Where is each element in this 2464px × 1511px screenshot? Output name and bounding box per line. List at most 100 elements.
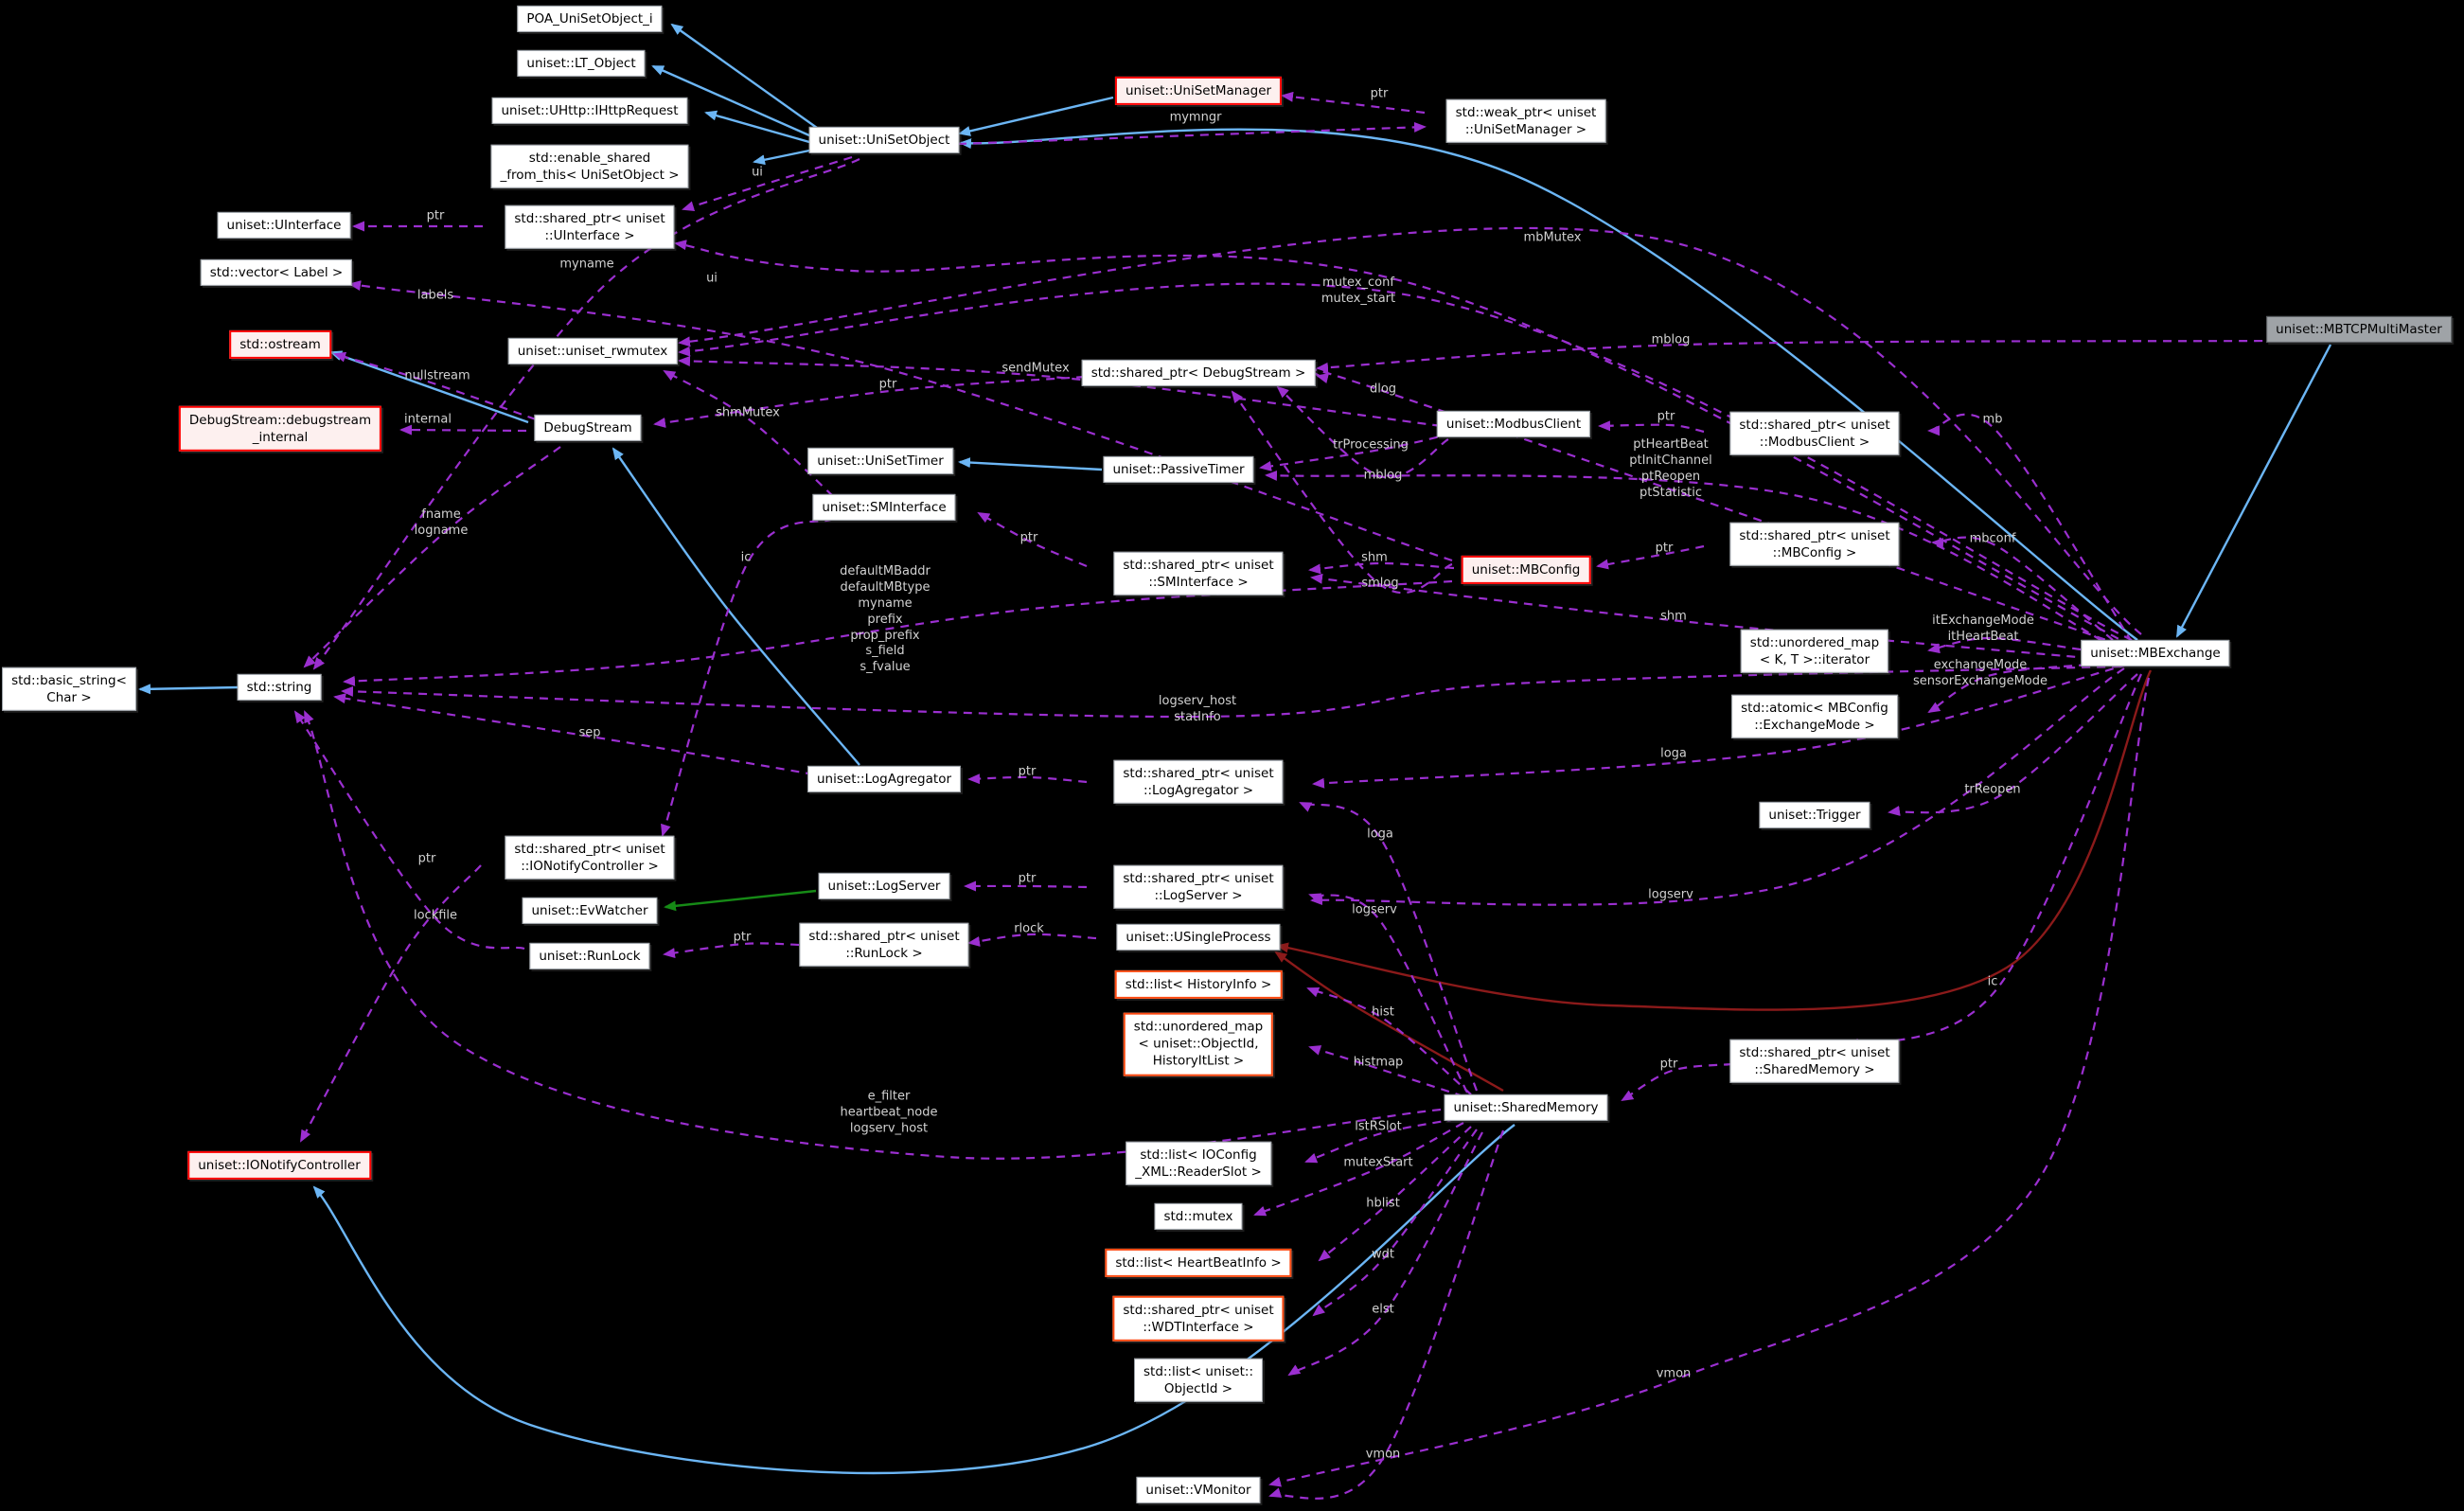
class-node-vmon[interactable]: uniset::VMonitor xyxy=(1136,1476,1261,1504)
edge-mbex-to-rwm xyxy=(678,226,2142,635)
class-node-str[interactable]: std::string xyxy=(237,673,322,702)
edge-logsrv-to-evw xyxy=(664,889,817,912)
class-node-ptimer[interactable]: uniset::PassiveTimer xyxy=(1103,455,1254,484)
edge-mbtcp-to-spds xyxy=(1316,339,2278,373)
class-node-uintf[interactable]: uniset::UInterface xyxy=(217,211,351,240)
class-node-lobj[interactable]: std::list< uniset:: ObjectId > xyxy=(1133,1358,1264,1403)
class-node-trigger[interactable]: uniset::Trigger xyxy=(1759,801,1870,829)
class-node-spds[interactable]: std::shared_ptr< DebugStream > xyxy=(1081,359,1316,387)
edge-spds-to-ds xyxy=(653,375,1086,428)
class-node-mgr[interactable]: uniset::UniSetManager xyxy=(1114,76,1283,106)
class-node-spsmi[interactable]: std::shared_ptr< uniset ::SMInterface > xyxy=(1113,551,1284,596)
class-node-splogagr[interactable]: std::shared_ptr< uniset ::LogAgregator > xyxy=(1113,759,1284,805)
class-node-mbclient[interactable]: uniset::ModbusClient xyxy=(1436,410,1591,438)
edge-logagr-to-str xyxy=(333,693,815,776)
edge-ds-to-ostream xyxy=(333,351,537,421)
class-node-logagr[interactable]: uniset::LogAgregator xyxy=(807,765,962,793)
edge-mbclient-to-ptimer xyxy=(1259,432,1453,471)
edge-smi-to-spionc xyxy=(661,517,834,837)
edge-mbclient-to-spds xyxy=(1276,385,1449,479)
edge-shm-to-ionc xyxy=(312,1124,1516,1475)
edge-shm-to-lheart xyxy=(1318,1126,1472,1262)
edge-mbex-to-spmbclient xyxy=(1927,413,2133,643)
edge-splogsrv-to-logsrv xyxy=(964,880,1088,892)
class-node-http[interactable]: uniset::UHttp::IHttpRequest xyxy=(491,97,688,125)
class-node-ionc[interactable]: uniset::IONotifyController xyxy=(187,1150,371,1181)
class-node-spmbconf[interactable]: std::shared_ptr< uniset ::MBConfig > xyxy=(1729,522,1900,567)
class-node-dsi[interactable]: DebugStream::debugstream _internal xyxy=(178,405,382,453)
edge-mbex-to-spuintf xyxy=(674,240,2133,647)
edge-mbex-to-splogagr xyxy=(1312,663,2129,789)
edge-shm-to-umaphist xyxy=(1308,1045,1464,1098)
class-node-basicstr[interactable]: std::basic_string< Char > xyxy=(2,667,136,712)
edge-usp-to-sprunlock xyxy=(967,933,1097,947)
edge-uniobj-to-weakmgr xyxy=(957,121,1427,146)
edge-mbconf-to-spds xyxy=(1231,390,1453,595)
edge-weakmgr-to-mgr xyxy=(1281,91,1426,115)
class-node-spwdt[interactable]: std::shared_ptr< uniset ::WDTInterface > xyxy=(1112,1295,1285,1342)
edge-mbex-to-atomic xyxy=(1927,663,2088,714)
edge-uniobj-to-lt xyxy=(651,64,819,141)
class-node-umaphist[interactable]: std::unordered_map < uniset::ObjectId, H… xyxy=(1123,1012,1274,1076)
edge-uniobj-to-spuintf xyxy=(682,155,853,212)
class-node-splogsrv[interactable]: std::shared_ptr< uniset ::LogServer > xyxy=(1113,864,1284,910)
class-node-utimer[interactable]: uniset::UniSetTimer xyxy=(807,447,953,475)
class-node-poa[interactable]: POA_UniSetObject_i xyxy=(517,5,663,33)
edge-mbex-to-str xyxy=(341,665,2121,719)
edge-str-to-basicstr xyxy=(138,684,239,695)
edge-spsmi-to-smi xyxy=(977,512,1088,568)
edge-spmbconf-to-mbconf xyxy=(1596,544,1705,570)
edge-shm-to-lobj xyxy=(1287,1131,1483,1377)
edge-mbex-to-rwm xyxy=(678,282,2133,641)
class-node-runlock[interactable]: uniset::RunLock xyxy=(529,942,650,970)
edge-mbex-to-umapit xyxy=(1927,636,2082,654)
edge-mbex-to-spds xyxy=(1306,367,2135,651)
class-node-uniobj[interactable]: uniset::UniSetObject xyxy=(808,126,960,154)
class-node-ostream[interactable]: std::ostream xyxy=(229,329,331,360)
class-node-usp[interactable]: uniset::USingleProcess xyxy=(1116,923,1281,951)
class-node-mbconf[interactable]: uniset::MBConfig xyxy=(1461,555,1591,585)
edge-spionc-to-ionc xyxy=(300,864,482,1143)
class-node-rwm[interactable]: uniset::uniset_rwmutex xyxy=(507,337,678,365)
edge-mbconf-to-spsmi xyxy=(1308,561,1455,575)
class-node-mutex[interactable]: std::mutex xyxy=(1154,1202,1243,1231)
class-node-ds[interactable]: DebugStream xyxy=(534,414,642,442)
class-node-mbtcp[interactable]: uniset::MBTCPMultiMaster xyxy=(2266,315,2452,344)
edge-shm-to-mutex xyxy=(1253,1122,1464,1217)
class-node-vlabel[interactable]: std::vector< Label > xyxy=(200,258,353,287)
edge-sprunlock-to-runlock xyxy=(663,942,800,959)
class-node-mbex[interactable]: uniset::MBExchange xyxy=(2081,639,2230,667)
class-node-lreader[interactable]: std::list< IOConfig _XML::ReaderSlot > xyxy=(1126,1141,1271,1186)
edge-mbex-to-splogsrv xyxy=(1310,667,2125,906)
class-node-evw[interactable]: uniset::EvWatcher xyxy=(522,897,658,925)
class-node-lt[interactable]: uniset::LT_Object xyxy=(517,49,646,78)
class-node-spuintf[interactable]: std::shared_ptr< uniset ::UInterface > xyxy=(505,204,675,250)
edge-mbex-to-vmon xyxy=(1268,677,2151,1487)
class-node-shm[interactable]: uniset::SharedMemory xyxy=(1444,1093,1608,1122)
edge-mbconf-to-vlabel xyxy=(348,280,1453,562)
edge-shm-to-lreader xyxy=(1304,1117,1457,1164)
class-node-lheart[interactable]: std::list< HeartBeatInfo > xyxy=(1105,1248,1292,1278)
class-node-spshm[interactable]: std::shared_ptr< uniset ::SharedMemory > xyxy=(1729,1039,1900,1084)
edge-mbex-to-uniobj xyxy=(959,128,2138,641)
edge-uniobj-to-poa xyxy=(670,23,824,133)
class-node-esft[interactable]: std::enable_shared _from_this< UniSetObj… xyxy=(490,144,689,189)
edge-ds-to-dsi xyxy=(399,424,527,436)
class-node-lhist[interactable]: std::list< HistoryInfo > xyxy=(1114,969,1283,1000)
class-node-smi[interactable]: uniset::SMInterface xyxy=(812,493,956,522)
class-node-spionc[interactable]: std::shared_ptr< uniset ::IONotifyContro… xyxy=(505,835,675,880)
edge-ds-to-str xyxy=(303,446,561,668)
edge-mbex-to-spmbconf xyxy=(1931,536,2114,641)
class-node-logsrv[interactable]: uniset::LogServer xyxy=(818,872,950,900)
edge-shm-to-vmon xyxy=(1268,1129,1505,1500)
class-node-atomic[interactable]: std::atomic< MBConfig ::ExchangeMode > xyxy=(1731,694,1898,739)
class-node-sprunlock[interactable]: std::shared_ptr< uniset ::RunLock > xyxy=(799,922,969,968)
edge-ds-to-ostream xyxy=(329,350,529,424)
edge-logagr-to-ds xyxy=(612,447,860,766)
class-node-umapit[interactable]: std::unordered_map < K, T >::iterator xyxy=(1740,629,1889,674)
class-node-spmbclient[interactable]: std::shared_ptr< uniset ::ModbusClient > xyxy=(1729,411,1900,456)
class-node-weakmgr[interactable]: std::weak_ptr< uniset ::UniSetManager > xyxy=(1445,98,1606,144)
edge-mbtcp-to-mbex xyxy=(2175,344,2332,638)
